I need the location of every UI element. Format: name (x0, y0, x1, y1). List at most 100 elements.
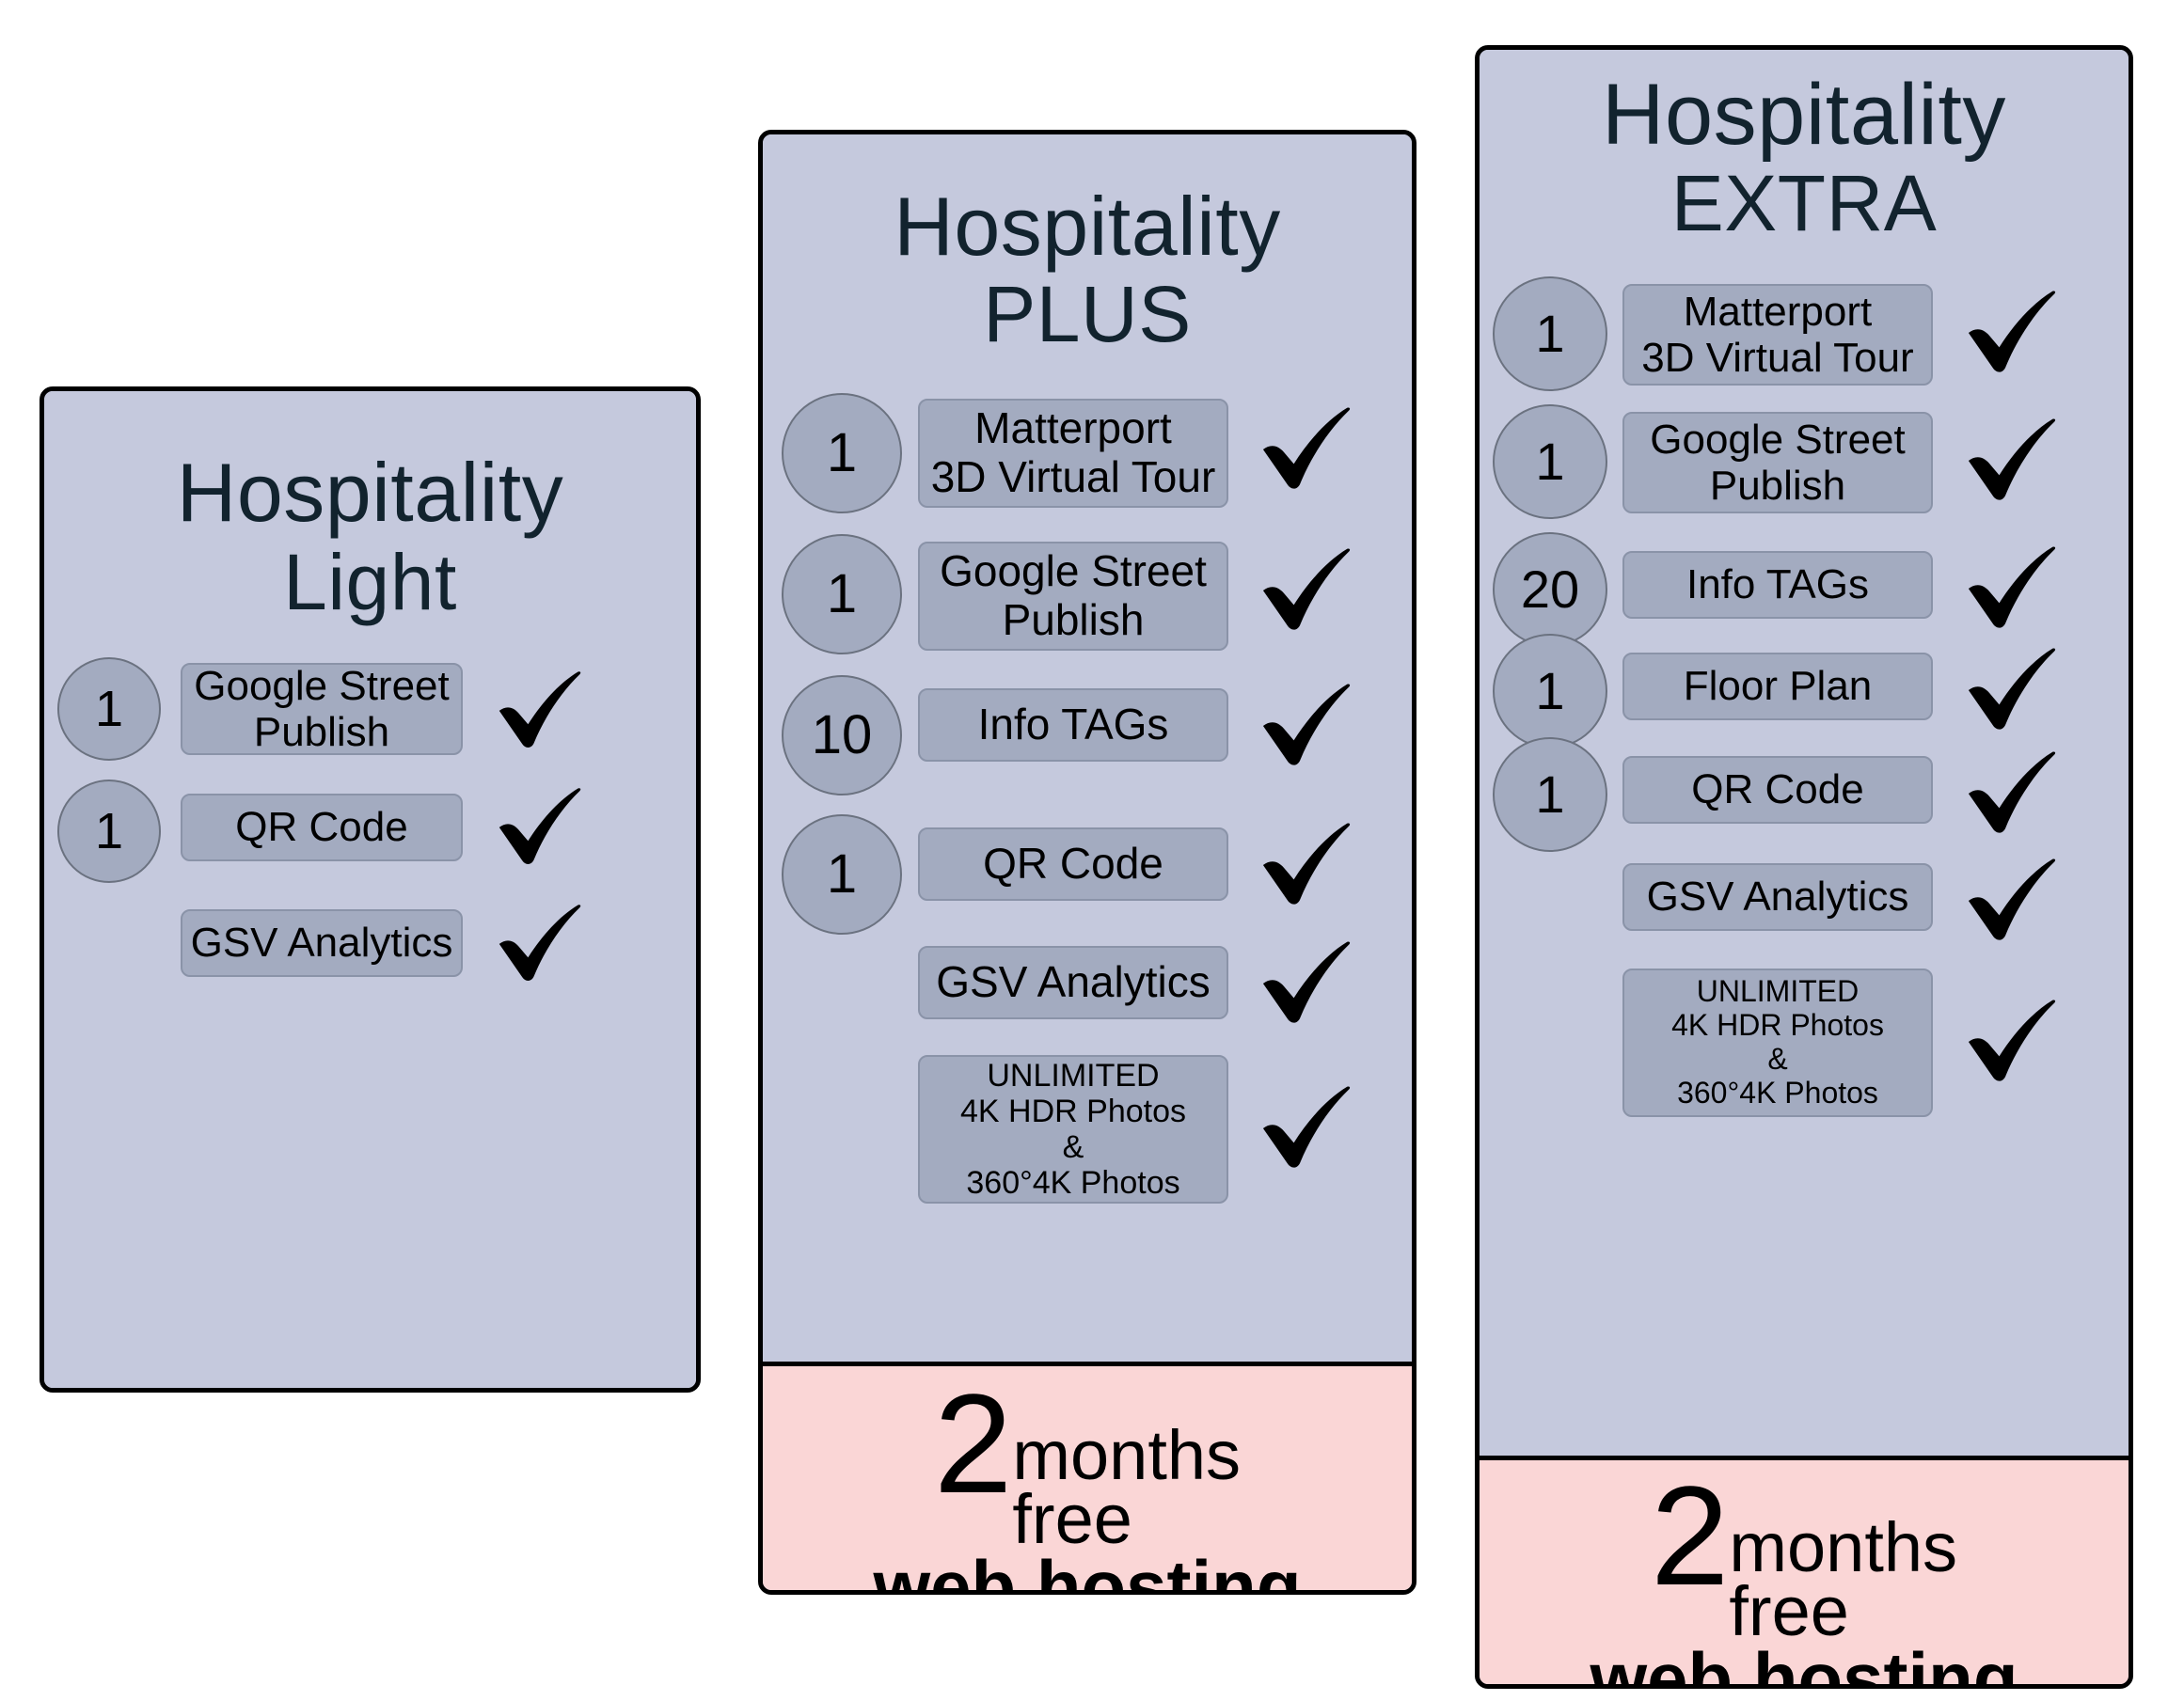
checkmark-icon (1261, 406, 1352, 491)
quantity-badge: 1 (1493, 634, 1607, 749)
feature-label-pill: GSV Analytics (181, 908, 463, 977)
quantity-badge: 1 (782, 392, 902, 513)
promo-free-label: free (1729, 1572, 1849, 1651)
feature-label-line: Google Street (1650, 416, 1906, 463)
checkmark-icon (1967, 750, 2057, 835)
promo-months-label: months (1012, 1416, 1242, 1495)
quantity-badge: 1 (57, 779, 161, 883)
feature-label-line: 3D Virtual Tour (1641, 335, 1914, 382)
promo-free-label: free (1012, 1480, 1132, 1559)
package-title-main: Hospitality (1602, 67, 2006, 163)
card-header-light: Hospitality Light (44, 391, 696, 623)
checkmark-icon (498, 670, 582, 749)
feature-label-line: GSV Analytics (936, 957, 1211, 1007)
feature-label-line: 4K HDR Photos (960, 1093, 1186, 1129)
checkmark-icon (1967, 858, 2057, 942)
checkmark-icon (1261, 683, 1352, 767)
feature-label-line: 4K HDR Photos (1671, 1008, 1884, 1043)
card-header-plus: Hospitality PLUS (763, 134, 1412, 355)
checkmark-icon (1261, 940, 1352, 1025)
package-title-main: Hospitality (894, 180, 1281, 273)
checkmark-icon (1967, 545, 2057, 630)
feature-label-line: UNLIMITED (987, 1057, 1160, 1094)
feature-label-pill: Floor Plan (1622, 653, 1933, 721)
feature-label-line: 360°4K Photos (966, 1164, 1180, 1201)
package-title-main: Hospitality (176, 446, 564, 539)
feature-label-line: Floor Plan (1683, 663, 1873, 710)
quantity-badge: 20 (1493, 532, 1607, 648)
feature-label-pill: QR Code (181, 793, 463, 861)
package-title-tier: EXTRA (1670, 158, 1938, 247)
card-header-extra: Hospitality EXTRA (1480, 50, 2129, 244)
feature-label-line: QR Code (235, 804, 408, 851)
feature-label-line: Matterport (974, 403, 1172, 453)
package-title-tier: PLUS (983, 269, 1192, 358)
feature-label-pill: QR Code (1622, 756, 1933, 825)
feature-label-line: & (1062, 1128, 1084, 1165)
quantity-badge: 1 (1493, 737, 1607, 853)
checkmark-icon (1261, 822, 1352, 906)
promo-hosting-label: web hosting (1590, 1637, 2018, 1684)
feature-label-line: Info TAGs (1685, 561, 1869, 608)
feature-label-line: Publish (1709, 463, 1846, 510)
feature-label-line: Info TAGs (977, 700, 1169, 749)
checkmark-icon (498, 904, 582, 983)
quantity-badge: 1 (57, 656, 161, 761)
promo-hosting-label: web hosting (873, 1545, 1302, 1590)
checkmark-icon (1261, 1085, 1352, 1170)
feature-label-line: QR Code (983, 839, 1163, 889)
checkmark-icon (1967, 417, 2057, 502)
feature-label-line: Publish (1002, 594, 1145, 644)
quantity-badge: 1 (782, 533, 902, 654)
feature-label-line: Matterport (1683, 288, 1873, 335)
feature-label-line: 360°4K Photos (1677, 1075, 1878, 1110)
feature-label-pill: Info TAGs (1622, 551, 1933, 620)
feature-label-line: GSV Analytics (1646, 874, 1909, 921)
feature-label-line: UNLIMITED (1696, 974, 1860, 1009)
feature-label-line: Google Street (194, 662, 450, 709)
feature-label-line: Publish (253, 708, 390, 755)
promo-months-label: months (1729, 1508, 1958, 1587)
quantity-badge: 1 (1493, 276, 1607, 392)
checkmark-icon (498, 787, 582, 866)
feature-label-line: 3D Virtual Tour (930, 451, 1216, 501)
feature-label-line: & (1767, 1042, 1788, 1077)
package-title-tier: Light (283, 537, 457, 626)
quantity-badge: 1 (1493, 404, 1607, 520)
feature-label-pill: QR Code (918, 827, 1228, 901)
checkmark-icon (1967, 290, 2057, 374)
feature-label-line: Google Street (940, 546, 1207, 596)
feature-label-pill: Info TAGs (918, 687, 1228, 762)
checkmark-icon (1261, 547, 1352, 632)
quantity-badge: 10 (782, 674, 902, 795)
quantity-badge: 1 (782, 813, 902, 935)
promo-number: 2 (1650, 1457, 1730, 1614)
checkmark-icon (1967, 999, 2057, 1083)
feature-label-line: GSV Analytics (190, 920, 453, 967)
checkmark-icon (1967, 647, 2057, 732)
